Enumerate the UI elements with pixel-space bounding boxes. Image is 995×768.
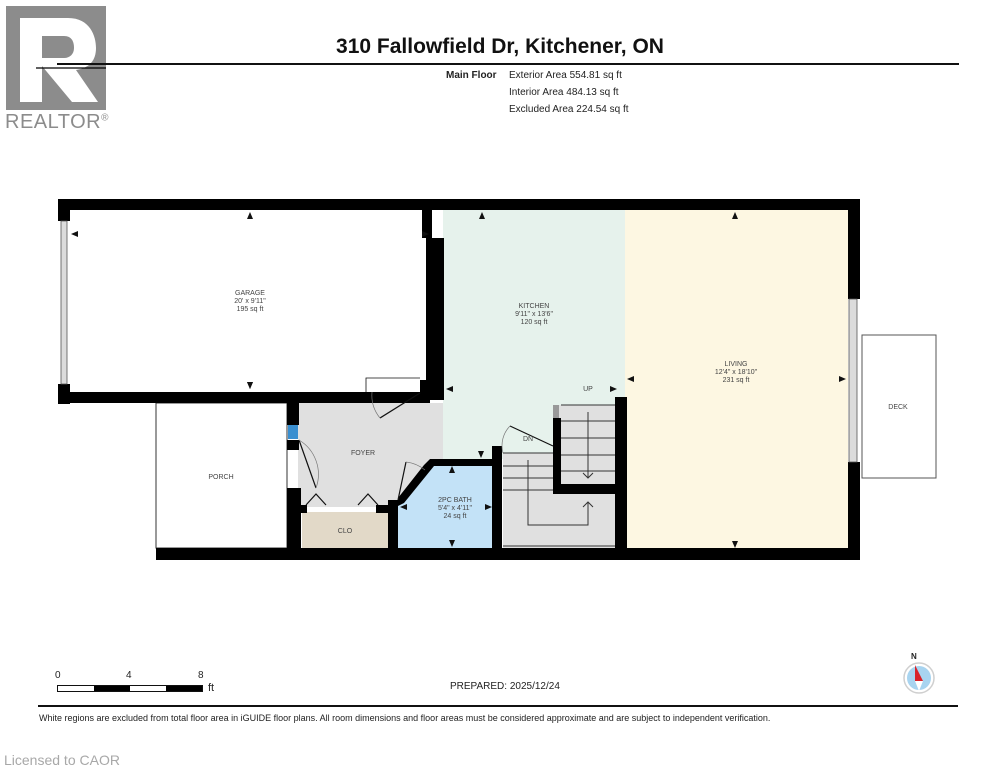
exterior-area: Exterior Area 554.81 sq ft	[509, 70, 622, 81]
realtor-wordmark: REALTOR®	[5, 111, 109, 133]
kitchen-label: KITCHEN	[519, 303, 550, 310]
closet-label: CLO	[338, 528, 353, 535]
scale-tick-0: 0	[55, 670, 61, 681]
license-watermark: Licensed to CAOR	[4, 752, 120, 768]
porch-label: PORCH	[208, 474, 233, 481]
staircase	[503, 404, 615, 547]
bath-room	[398, 463, 494, 550]
bath-area: 24 sq ft	[444, 513, 467, 520]
stair-post	[553, 405, 559, 418]
compass-icon: N	[903, 652, 935, 694]
prepared-date: PREPARED: 2025/12/24	[450, 681, 560, 692]
entry-window	[288, 425, 298, 439]
scale-unit: ft	[208, 682, 215, 694]
bath-label: 2PC BATH	[438, 497, 472, 504]
scale-tick-8: 8	[198, 670, 204, 681]
disclaimer-text: White regions are excluded from total fl…	[39, 713, 771, 723]
title-divider	[57, 63, 959, 65]
compass-north-label: N	[911, 652, 917, 661]
interior-area: Interior Area 484.13 sq ft	[509, 87, 619, 98]
living-dims: 12'4" x 18'10"	[715, 369, 758, 376]
living-area: 231 sq ft	[723, 377, 750, 384]
porch-area	[155, 402, 288, 549]
floor-label: Main Floor	[446, 70, 497, 81]
page-title: 310 Fallowfield Dr, Kitchener, ON	[336, 35, 664, 58]
deck-label: DECK	[888, 404, 908, 411]
garage-room	[68, 209, 431, 392]
dimension-markers	[71, 212, 846, 548]
realtor-r-icon	[20, 18, 106, 102]
realtor-logo	[6, 6, 106, 110]
garage-label: GARAGE	[235, 290, 265, 297]
garage-window	[60, 220, 68, 385]
bath-dims: 5'4" x 4'11"	[438, 505, 472, 512]
stairs-up-label: UP	[583, 386, 593, 393]
kitchen-area: 120 sq ft	[521, 319, 548, 326]
garage-dims: 20' x 9'11"	[234, 298, 266, 305]
living-room	[625, 209, 848, 551]
scale-bar	[57, 685, 203, 692]
walls	[58, 199, 860, 560]
stairs-down-label: DN	[523, 436, 533, 443]
excluded-area: Excluded Area 224.54 sq ft	[509, 104, 629, 115]
kitchen-dims: 9'11" x 13'6"	[515, 311, 553, 318]
deck-area	[861, 334, 937, 479]
scale-tick-4: 4	[126, 670, 132, 681]
foyer-room	[298, 403, 443, 507]
north-compass: N	[902, 651, 938, 700]
footer-divider	[38, 705, 958, 707]
deck-door	[848, 298, 858, 463]
garage-area: 195 sq ft	[237, 306, 264, 313]
living-label: LIVING	[725, 361, 748, 368]
closet-room	[302, 512, 388, 550]
doors	[298, 377, 554, 506]
foyer-label: FOYER	[351, 450, 375, 457]
